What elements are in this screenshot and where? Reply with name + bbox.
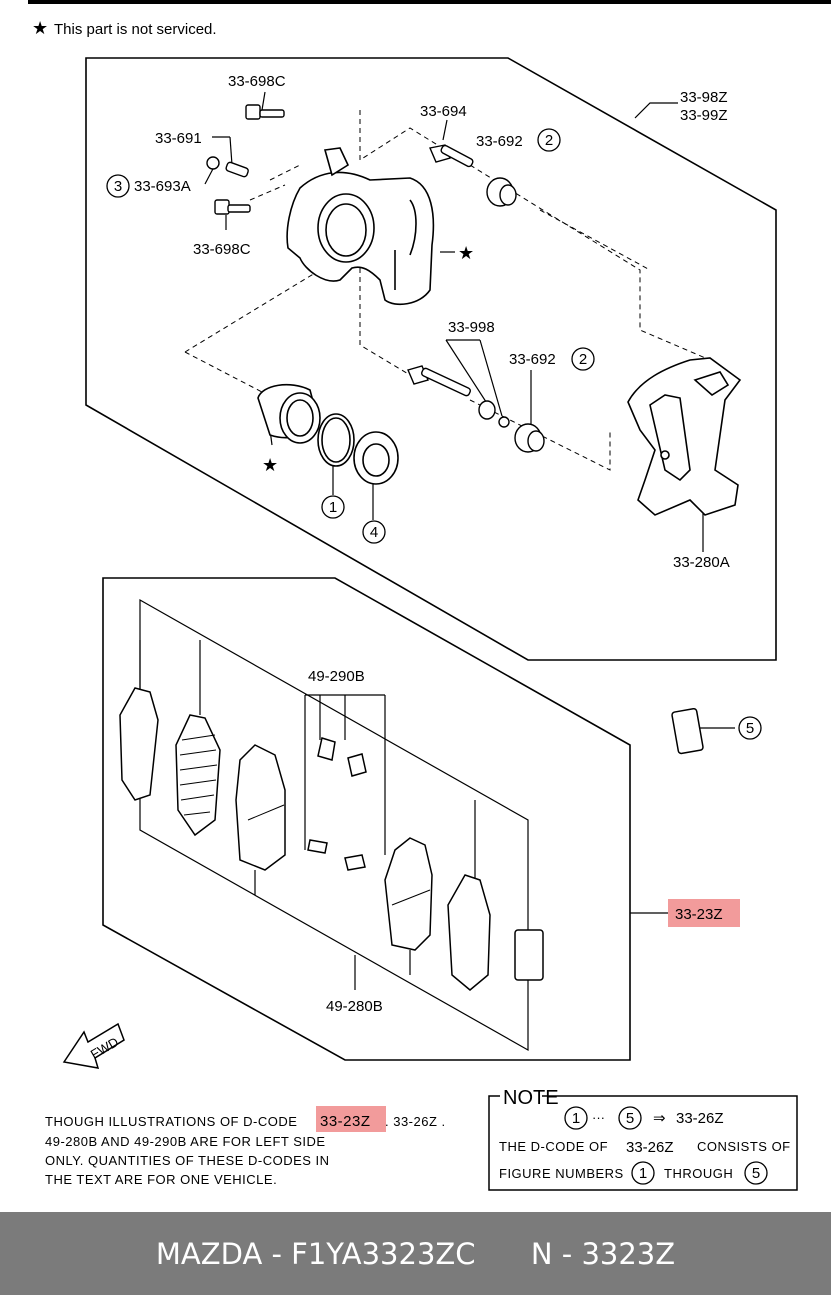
footer-bar: MAZDA - F1YA3323ZC N - 3323Z	[0, 1212, 831, 1295]
footnote: THOUGH ILLUSTRATIONS OF D-CODE 33-23Z . …	[45, 1106, 446, 1187]
circle-2-top: 2	[545, 132, 553, 149]
caliper-leader-lines	[204, 91, 704, 552]
caliper-bracket	[627, 357, 742, 516]
note-circle-5: 5	[626, 1110, 634, 1127]
label-33-692-bottom: 33-692	[509, 351, 556, 368]
caliper-body	[286, 147, 435, 306]
footnote-line3: ONLY. QUANTITIES OF THESE D-CODES IN	[45, 1153, 330, 1168]
bleeder-33-691	[225, 161, 249, 178]
label-33-998: 33-998	[448, 319, 495, 336]
label-33-99Z: 33-99Z	[680, 107, 728, 124]
pad-kit-box	[102, 577, 631, 1061]
note-line2-b: CONSISTS OF	[697, 1139, 791, 1154]
header-note-text: This part is not serviced.	[54, 21, 217, 38]
caliper-assembly-box	[85, 57, 777, 661]
note-line2-code: 33-26Z	[626, 1139, 674, 1156]
note-range-code: 33-26Z	[676, 1110, 724, 1127]
small-parts	[206, 104, 545, 453]
footnote-line1-code: 33-23Z	[320, 1113, 371, 1130]
shim-5	[671, 707, 704, 755]
outer-shim	[119, 687, 159, 801]
note-arrow: ⇒	[653, 1110, 666, 1127]
anti-squeal-shim	[175, 714, 221, 837]
circle-1: 1	[329, 499, 337, 516]
bolt-33-698C-bottom	[214, 199, 230, 215]
label-33-694: 33-694	[420, 103, 467, 120]
outer-pad	[235, 744, 286, 871]
note-title: NOTE	[503, 1087, 559, 1109]
clip-4	[344, 854, 366, 871]
caliper-box-outline	[85, 57, 777, 661]
pad-leader-lines	[139, 640, 735, 990]
footnote-line2: 49-280B AND 49-290B ARE FOR LEFT SIDE	[45, 1134, 326, 1149]
label-33-692-top: 33-692	[476, 133, 523, 150]
not-serviced-stars: ★ ★	[262, 243, 474, 476]
cap-33-693A	[206, 156, 220, 170]
circled-numbers	[106, 128, 762, 740]
star-icon: ★	[262, 455, 278, 476]
bolt-33-698C-top	[245, 104, 261, 120]
note-circle-1: 1	[572, 1110, 580, 1127]
top-border	[28, 0, 831, 4]
label-33-691: 33-691	[155, 130, 202, 147]
circle-4: 4	[370, 524, 378, 541]
circle-3: 3	[114, 178, 122, 195]
note-box: NOTE 1 ··· 5 ⇒ 33-26Z THE D-CODE OF 33-2…	[488, 1087, 798, 1191]
footnote-line4: THE TEXT ARE FOR ONE VEHICLE.	[45, 1172, 277, 1187]
label-33-693A: 33-693A	[134, 178, 191, 195]
label-33-698C-bottom: 33-698C	[193, 241, 251, 258]
piston-and-seals	[257, 383, 399, 485]
note-line3-b: THROUGH	[664, 1166, 733, 1181]
inner-shim	[447, 874, 491, 991]
label-33-23Z: 33-23Z	[675, 906, 723, 923]
circled-number-text: 2 3 2 1 4 5	[114, 132, 754, 737]
note-line2-a: THE D-CODE OF	[499, 1139, 608, 1154]
note-circle-1b: 1	[639, 1165, 647, 1182]
clip-2	[347, 753, 367, 777]
footnote-line1-a: THOUGH ILLUSTRATIONS OF D-CODE	[45, 1114, 297, 1129]
part-labels: 33-698C 33-694 33-692 33-98Z 33-99Z 33-6…	[134, 73, 740, 1015]
note-line3-a: FIGURE NUMBERS	[499, 1166, 624, 1181]
circle-5: 5	[746, 720, 754, 737]
note-range-sep: ···	[592, 1110, 605, 1125]
label-33-698C-top: 33-698C	[228, 73, 286, 90]
label-33-98Z: 33-98Z	[680, 89, 728, 106]
footnote-line1-b: . 33-26Z .	[385, 1114, 446, 1129]
star-icon: ★	[458, 243, 474, 264]
inner-pad	[384, 837, 433, 951]
highlight-33-23Z	[668, 899, 740, 927]
wear-indicator	[514, 929, 544, 981]
footer-part-number: MAZDA - F1YA3323ZC	[155, 1236, 476, 1271]
circle-2-bottom: 2	[579, 351, 587, 368]
footer-spacer	[476, 1237, 531, 1271]
header-note: ★ This part is not serviced.	[32, 18, 217, 39]
clip-3	[307, 839, 328, 854]
dashed-guide-lines	[184, 110, 711, 471]
highlight-footnote-33-23Z	[316, 1106, 386, 1132]
label-49-280B: 49-280B	[326, 998, 383, 1015]
fwd-arrow: FWD	[62, 1022, 125, 1069]
clip-1	[317, 737, 336, 761]
footer-code: N - 3323Z	[530, 1236, 676, 1271]
label-33-280A: 33-280A	[673, 554, 730, 571]
label-49-290B: 49-290B	[308, 668, 365, 685]
star-icon: ★	[32, 18, 48, 39]
note-circle-5b: 5	[752, 1165, 760, 1182]
pads-and-shims	[119, 687, 704, 991]
